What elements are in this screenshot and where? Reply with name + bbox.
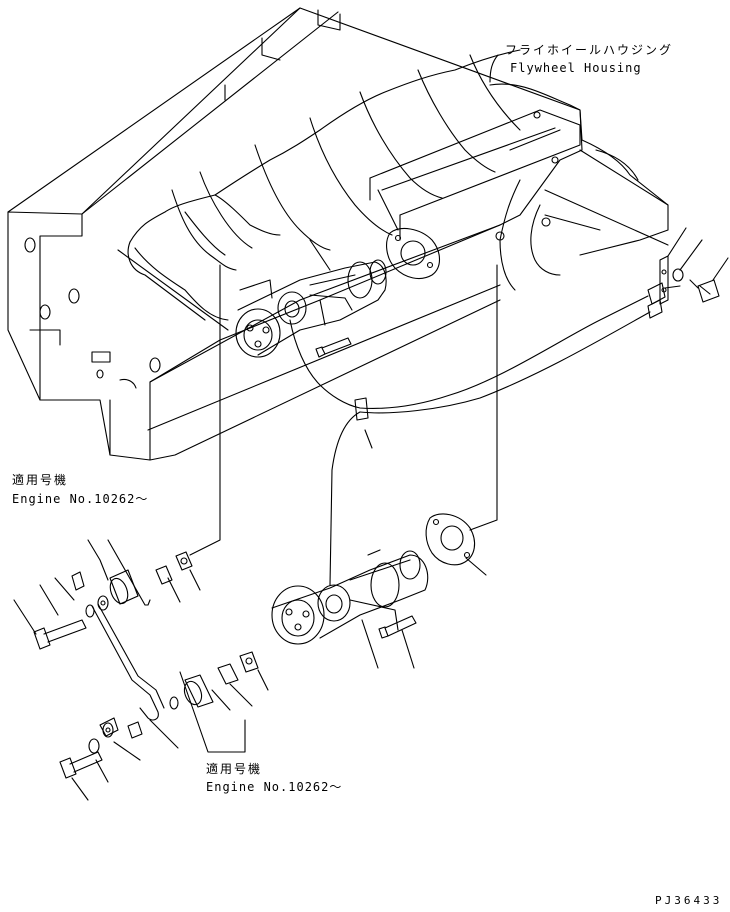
fasteners: [33, 551, 259, 779]
serial-note-2-en: Engine No.10262～: [206, 780, 343, 794]
flywheel-housing: [369, 54, 669, 291]
flywheel-housing-label-en: Flywheel Housing: [510, 61, 642, 75]
flywheel-housing-label-jp: フライホイールハウジング: [505, 43, 674, 57]
serial-note-2-jp: 適用号機: [206, 762, 263, 776]
wiring-harness: [289, 255, 720, 586]
leader-lines: [13, 189, 729, 801]
starter-motor-installed: [235, 227, 441, 358]
engine-block: [7, 7, 583, 461]
serial-note-1-en: Engine No.10262～: [12, 492, 149, 506]
serial-note-1-jp: 適用号機: [12, 473, 69, 487]
drawing-code: PJ36433: [655, 894, 723, 907]
starter-motor-exploded: [271, 513, 476, 645]
